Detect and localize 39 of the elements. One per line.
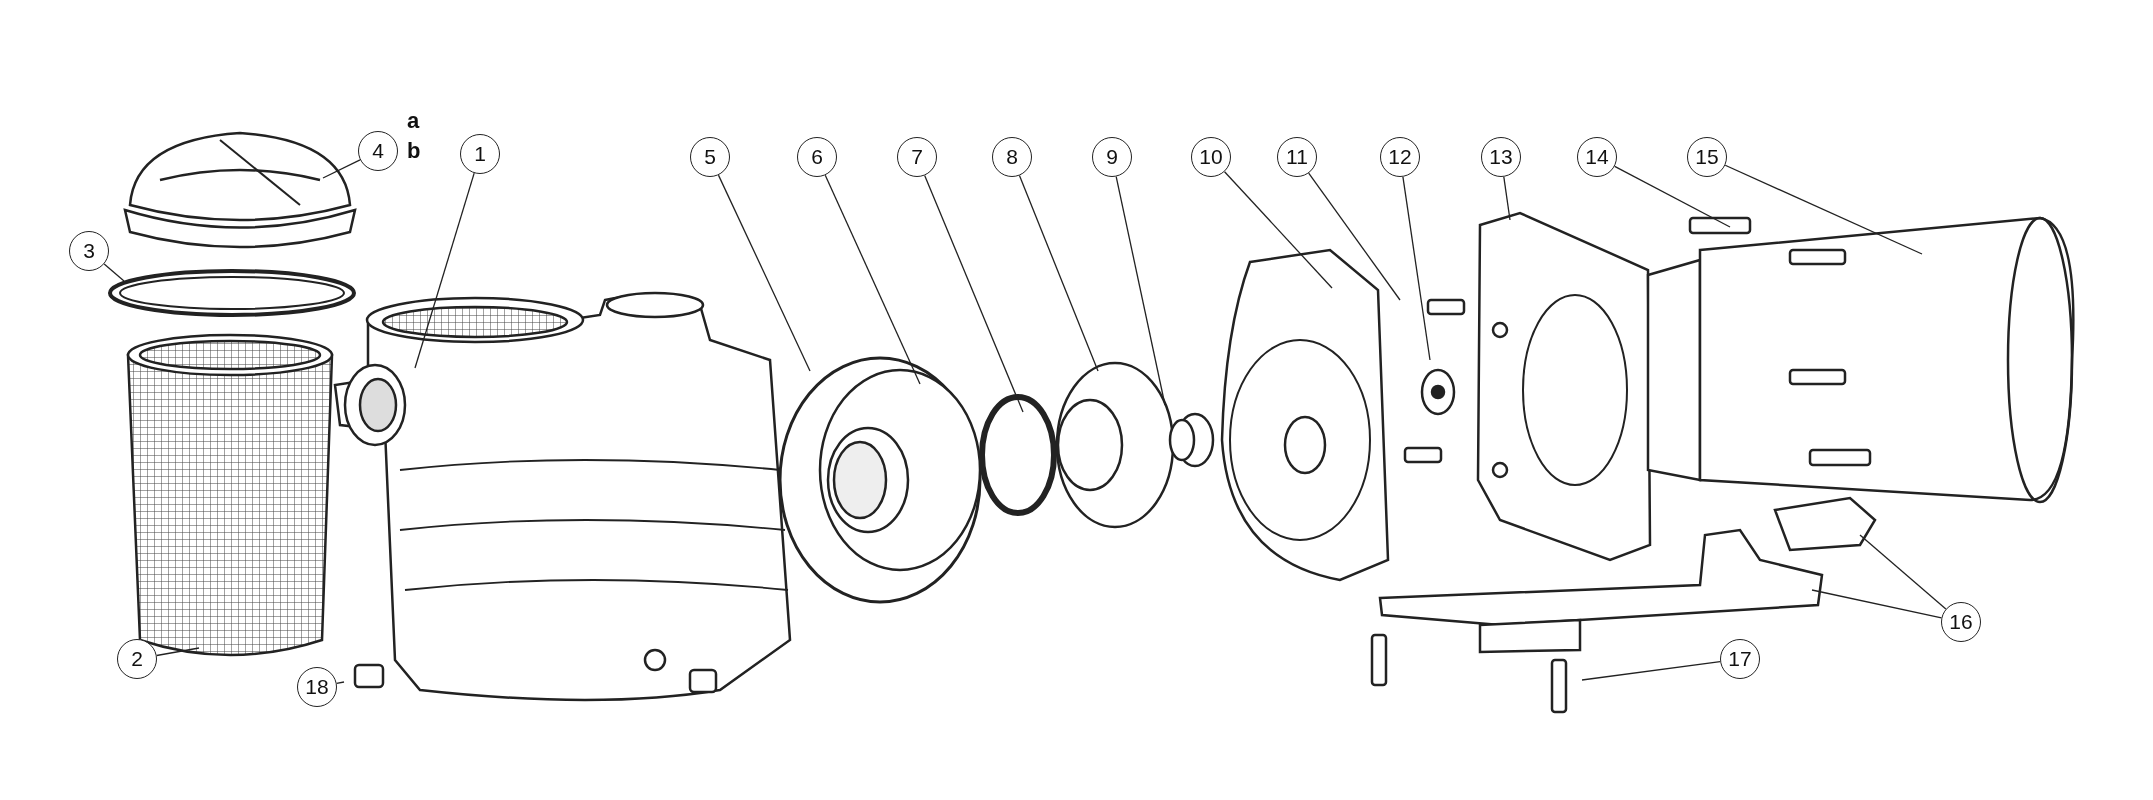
callout-number: 7 bbox=[897, 137, 937, 177]
leader-line bbox=[103, 263, 125, 282]
leader-line bbox=[1859, 534, 1947, 610]
callout-number: 17 bbox=[1720, 639, 1760, 679]
leader-line bbox=[1503, 176, 1511, 221]
leader-line bbox=[824, 174, 921, 385]
leader-line bbox=[1581, 661, 1721, 681]
leader-line bbox=[1614, 165, 1731, 228]
leader-line bbox=[322, 159, 361, 179]
leader-line bbox=[1402, 176, 1431, 361]
callout-number: 10 bbox=[1191, 137, 1231, 177]
leader-line bbox=[336, 681, 345, 684]
callout-number: 2 bbox=[117, 639, 157, 679]
leader-line bbox=[156, 647, 200, 657]
leader-line bbox=[1724, 164, 1923, 255]
callout-number: 16 bbox=[1941, 602, 1981, 642]
variant-letter: b bbox=[407, 140, 421, 162]
leader-line bbox=[414, 172, 475, 369]
callout-number: 14 bbox=[1577, 137, 1617, 177]
callout-number: 3 bbox=[69, 231, 109, 271]
callout-number: 11 bbox=[1277, 137, 1317, 177]
callout-number: 18 bbox=[297, 667, 337, 707]
leader-line bbox=[1018, 174, 1099, 372]
callout-number: 5 bbox=[690, 137, 730, 177]
leader-line bbox=[1308, 172, 1401, 301]
leader-line bbox=[1811, 589, 1943, 619]
callout-number: 12 bbox=[1380, 137, 1420, 177]
callout-number: 15 bbox=[1687, 137, 1727, 177]
leader-line bbox=[1115, 175, 1166, 406]
callout-number: 6 bbox=[797, 137, 837, 177]
callout-number: 1 bbox=[460, 134, 500, 174]
callout-number: 13 bbox=[1481, 137, 1521, 177]
callout-number: 8 bbox=[992, 137, 1032, 177]
callout-number: 4 bbox=[358, 131, 398, 171]
callout-number: 9 bbox=[1092, 137, 1132, 177]
leader-line bbox=[924, 174, 1024, 413]
leader-line bbox=[717, 174, 811, 372]
leader-line bbox=[1223, 171, 1333, 289]
variant-letter: a bbox=[407, 110, 420, 132]
